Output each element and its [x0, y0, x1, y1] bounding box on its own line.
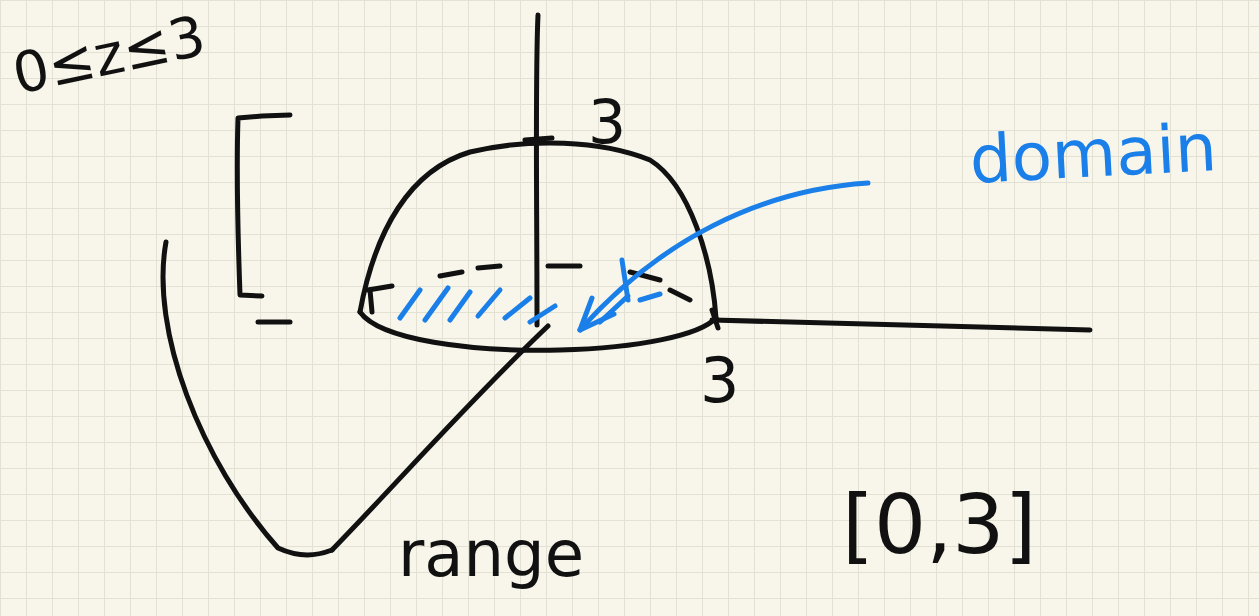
interval-note: [0,3] — [842, 484, 1036, 566]
x-axis — [332, 326, 548, 550]
z-axis — [536, 15, 538, 325]
leader-curve — [163, 242, 332, 555]
leader-arrow — [580, 183, 868, 330]
height-mark: 3 — [588, 92, 626, 152]
tick — [258, 320, 290, 325]
y-axis — [712, 320, 1090, 330]
domain-note: domain — [968, 115, 1218, 194]
range-note: 0≤z≤3 — [8, 8, 210, 103]
range-note: range — [398, 522, 584, 586]
bracket — [237, 115, 290, 296]
tick — [525, 138, 552, 140]
radius-mark: 3 — [700, 350, 739, 412]
dome — [360, 143, 716, 318]
domain-hatch — [400, 183, 868, 330]
tick — [712, 310, 718, 328]
